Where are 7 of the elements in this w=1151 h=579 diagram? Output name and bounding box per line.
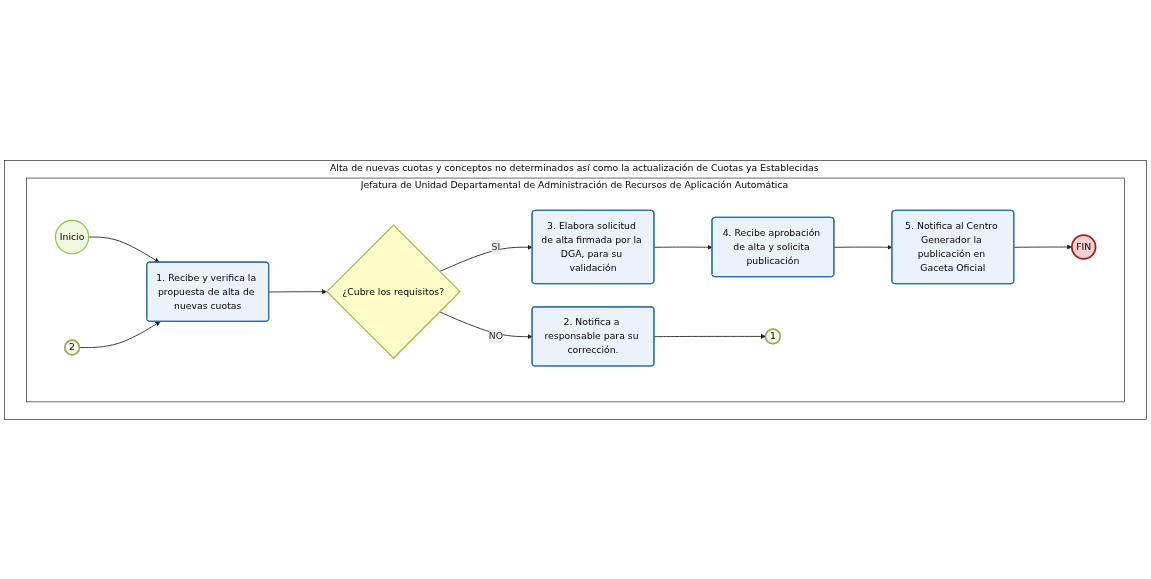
node-circle: FIN xyxy=(1070,233,1097,260)
node-circle: Inicio xyxy=(54,219,90,254)
node-circle: 1 xyxy=(764,327,782,345)
edge-label: NO xyxy=(488,330,504,342)
edge-label: SI xyxy=(491,240,501,252)
node-circle: 2 xyxy=(63,338,81,356)
node-diamond: ¿Cubre los requisitos? xyxy=(326,223,461,359)
